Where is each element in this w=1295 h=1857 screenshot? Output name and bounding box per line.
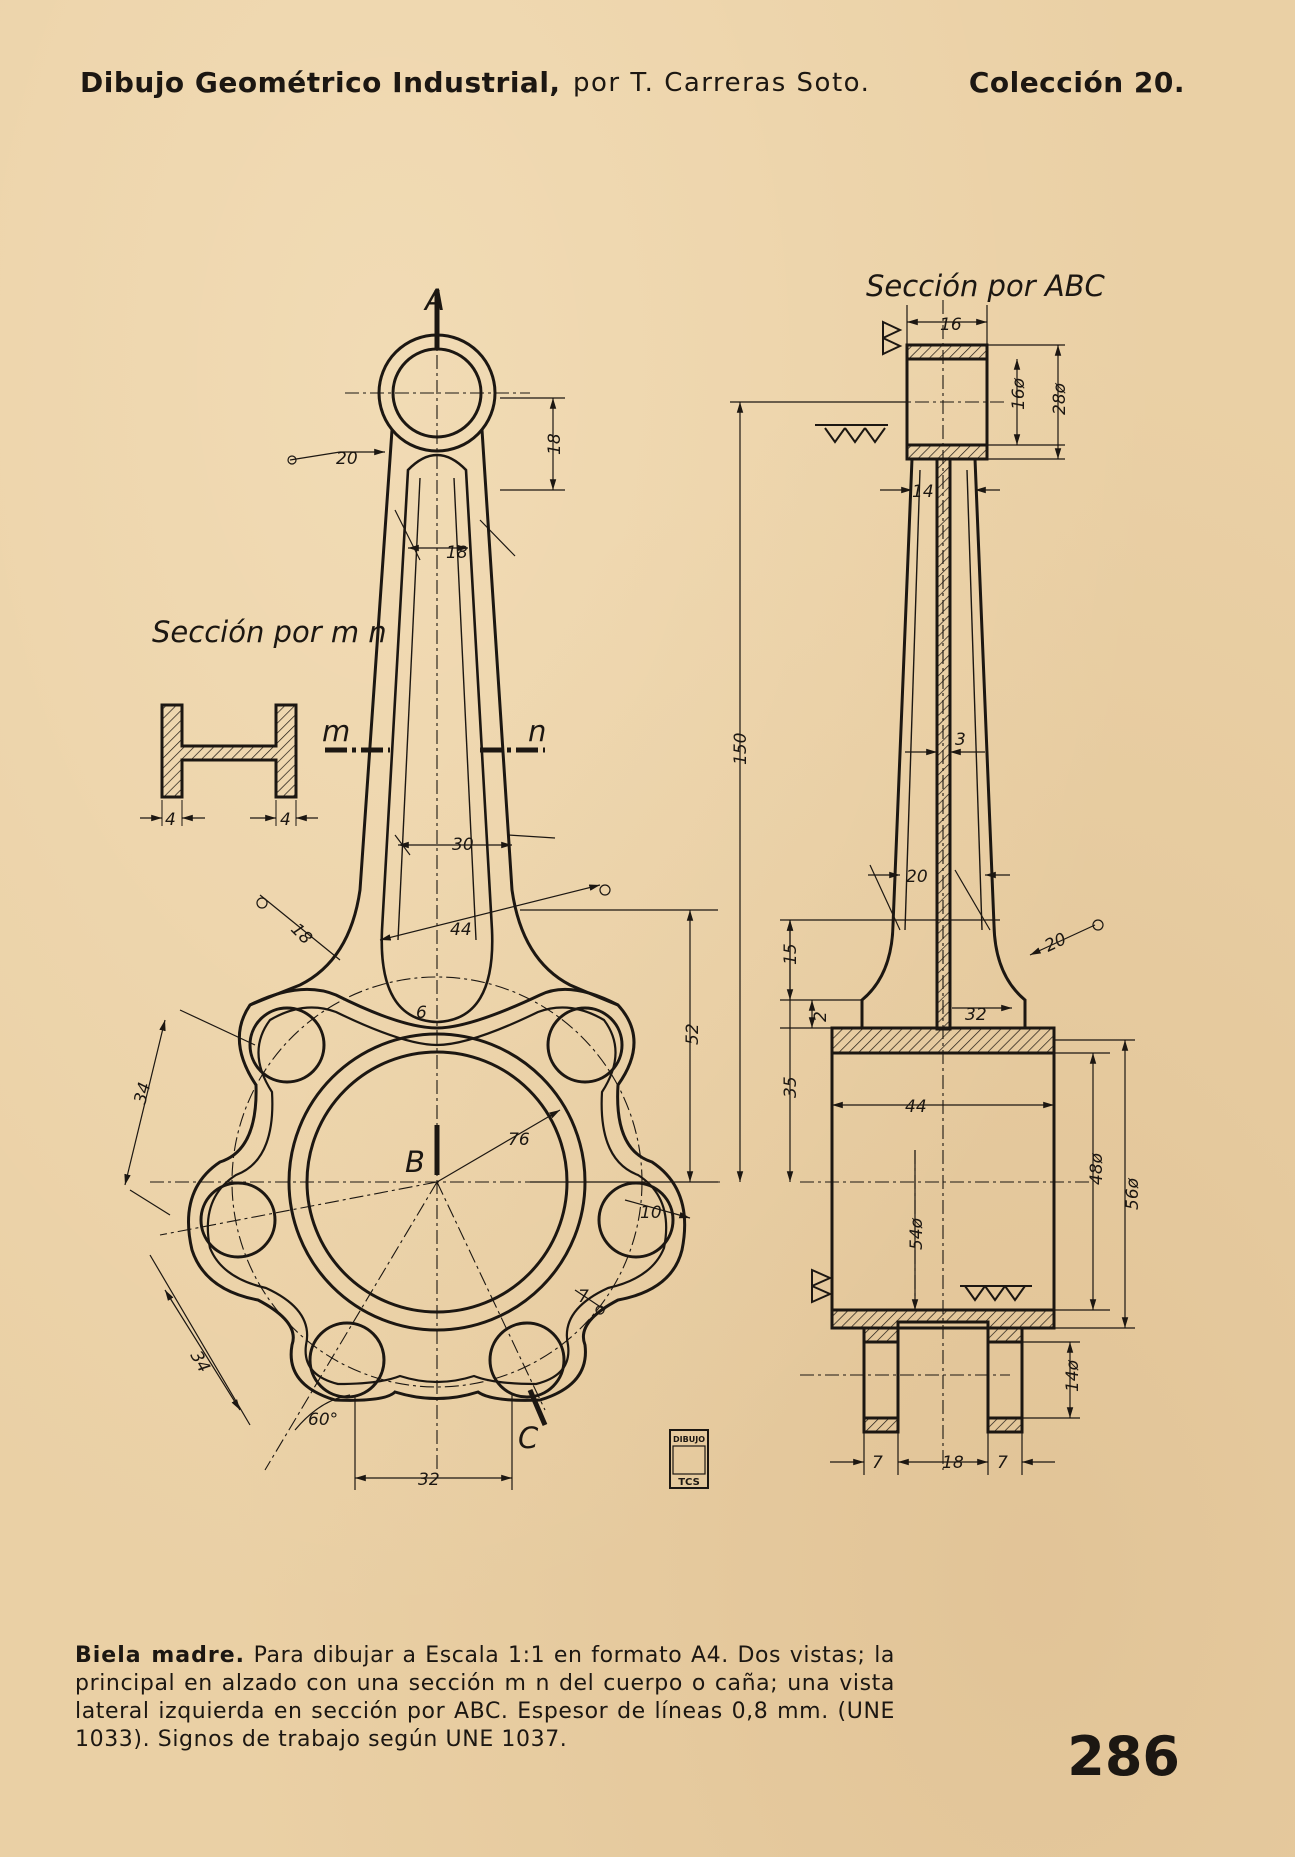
stamp-bottom-text: TCS [678,1477,700,1488]
side-dim-16: 16 [940,315,962,335]
side-dim-20r: 20 [1042,929,1070,956]
collection-label: Colección 20. [968,66,1185,99]
caption-text: Para dibujar a Escala 1:1 en formato A4.… [75,1643,895,1752]
hole-3 [199,1181,277,1259]
dim-r18: 18 [286,919,316,949]
dim-4a: 4 [165,810,176,830]
big-end-inner-contour [206,1006,668,1386]
hole-5 [308,1321,386,1399]
dim-4b: 4 [280,810,291,830]
side-dim-3: 3 [955,730,966,750]
label-n: n [528,714,546,748]
side-dim-150: 150 [731,733,751,765]
shank-right-edge [480,429,619,1007]
label-a: A [423,283,445,317]
hole-6 [488,1321,566,1399]
dim-18-shank: 18 [446,543,468,563]
side-dim-54dia: 54ø [907,1217,927,1250]
side-dim-18: 18 [942,1453,964,1473]
dim-44: 44 [450,920,472,940]
cut-line-abc [434,290,548,1426]
big-end-outline [187,987,687,1402]
shank-recess [380,453,494,1024]
hole-2 [546,1006,624,1084]
dim-18-right: 18 [545,433,565,455]
small-end-bottom-hatch [905,443,989,461]
side-dim-14: 14 [912,482,934,502]
dim-76: 76 [508,1130,530,1150]
side-dim-32: 32 [965,1005,987,1025]
side-dim-16dia: 16ø [1009,377,1029,410]
stamp-top-text: DIBUJO [673,1435,705,1444]
book-author: por T. Carreras Soto. [573,68,871,98]
dim-34a: 34 [131,1080,156,1106]
dim-30: 30 [452,835,474,855]
dim-20: 20 [336,449,358,469]
section-abc-title: Sección por ABC [866,269,1106,303]
front-dimension-lines [124,397,718,1490]
side-dim-35: 35 [781,1076,801,1098]
dim-52: 52 [683,1023,703,1045]
book-title: Dibujo Geométrico Industrial, [80,66,561,99]
dim-7: 7 [578,1287,589,1307]
label-m: m [322,714,350,748]
side-dim-56dia: 56ø [1123,1177,1143,1210]
hole-4 [597,1181,675,1259]
side-dimension-lines [730,305,1135,1475]
shank-left-edge [249,429,394,1007]
dim-34b: 34 [186,1348,214,1377]
page-number: 286 [1067,1725,1180,1788]
small-end-top-hatch [905,343,989,361]
side-dim-7a: 7 [872,1453,883,1473]
section-mn-title: Sección por m n [152,615,387,649]
side-dim-48dia: 48ø [1087,1152,1107,1185]
side-dim-44: 44 [905,1097,927,1117]
publisher-stamp: DIBUJO TCS [669,1429,709,1489]
dim-10: 10 [640,1203,662,1223]
dim-32: 32 [418,1470,440,1490]
dim-r6: 6 [416,1003,427,1023]
caption: Biela madre. Para dibujar a Escala 1:1 e… [75,1642,895,1754]
section-mn-profile [140,703,318,826]
surface-finish-signs [811,320,1032,1304]
side-dim-7b: 7 [997,1453,1008,1473]
side-dim-14dia: 14ø [1063,1359,1083,1392]
page-header: Dibujo Geométrico Industrial, por T. Car… [80,66,1195,106]
label-b: B [405,1145,425,1179]
side-dim-2: 2 [811,1011,831,1022]
hole-1 [248,1006,326,1084]
dim-60deg: 60° [308,1410,338,1430]
label-c: C [518,1421,539,1455]
caption-title: Biela madre. [75,1643,245,1668]
side-dim-28dia: 28ø [1050,382,1070,415]
side-dim-15: 15 [781,943,801,965]
side-dim-20: 20 [906,867,928,887]
